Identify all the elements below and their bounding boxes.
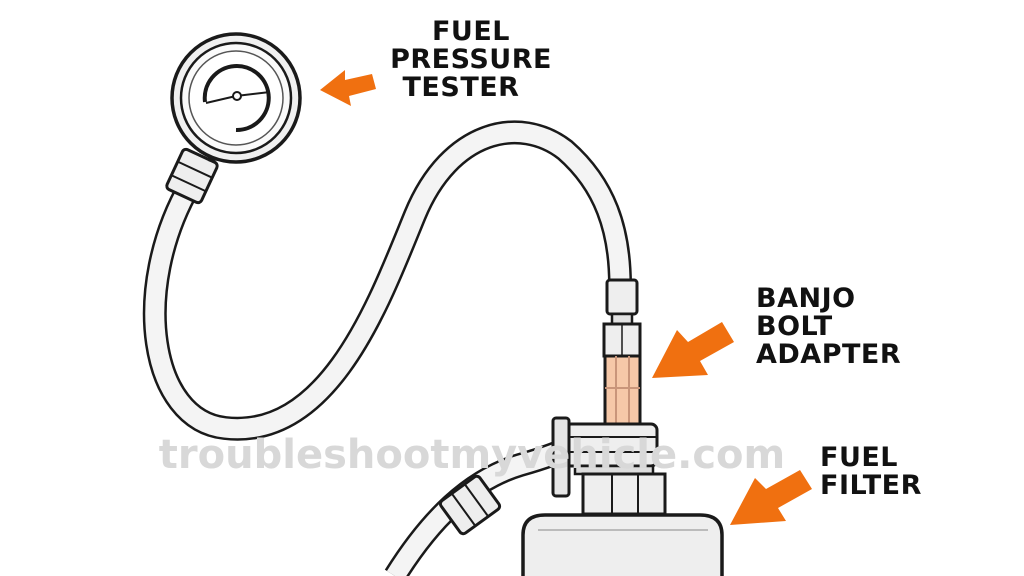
svg-text:BANJO: BANJO [756, 283, 856, 314]
svg-text:BOLT: BOLT [756, 311, 833, 342]
arrow-icon [320, 70, 812, 525]
label-fuel-filter: FUEL FILTER [820, 442, 922, 501]
svg-text:FUEL: FUEL [432, 16, 510, 47]
fuel-filter [521, 513, 724, 576]
svg-text:FUEL: FUEL [820, 442, 898, 473]
label-fuel-pressure-tester: FUEL PRESSURE TESTER [390, 16, 552, 103]
hose-fitting [602, 278, 642, 358]
svg-text:ADAPTER: ADAPTER [756, 339, 901, 370]
svg-text:FILTER: FILTER [820, 470, 922, 501]
banjo-bolt-adapter [603, 354, 642, 426]
pressure-gauge-icon [165, 32, 302, 205]
svg-text:PRESSURE: PRESSURE [390, 44, 552, 75]
watermark: troubleshootmyvehicle.com [159, 432, 785, 478]
label-banjo-bolt-adapter: BANJO BOLT ADAPTER [756, 283, 901, 370]
test-hose [142, 120, 632, 441]
svg-text:TESTER: TESTER [403, 72, 520, 103]
banjo-fitting [551, 416, 667, 516]
